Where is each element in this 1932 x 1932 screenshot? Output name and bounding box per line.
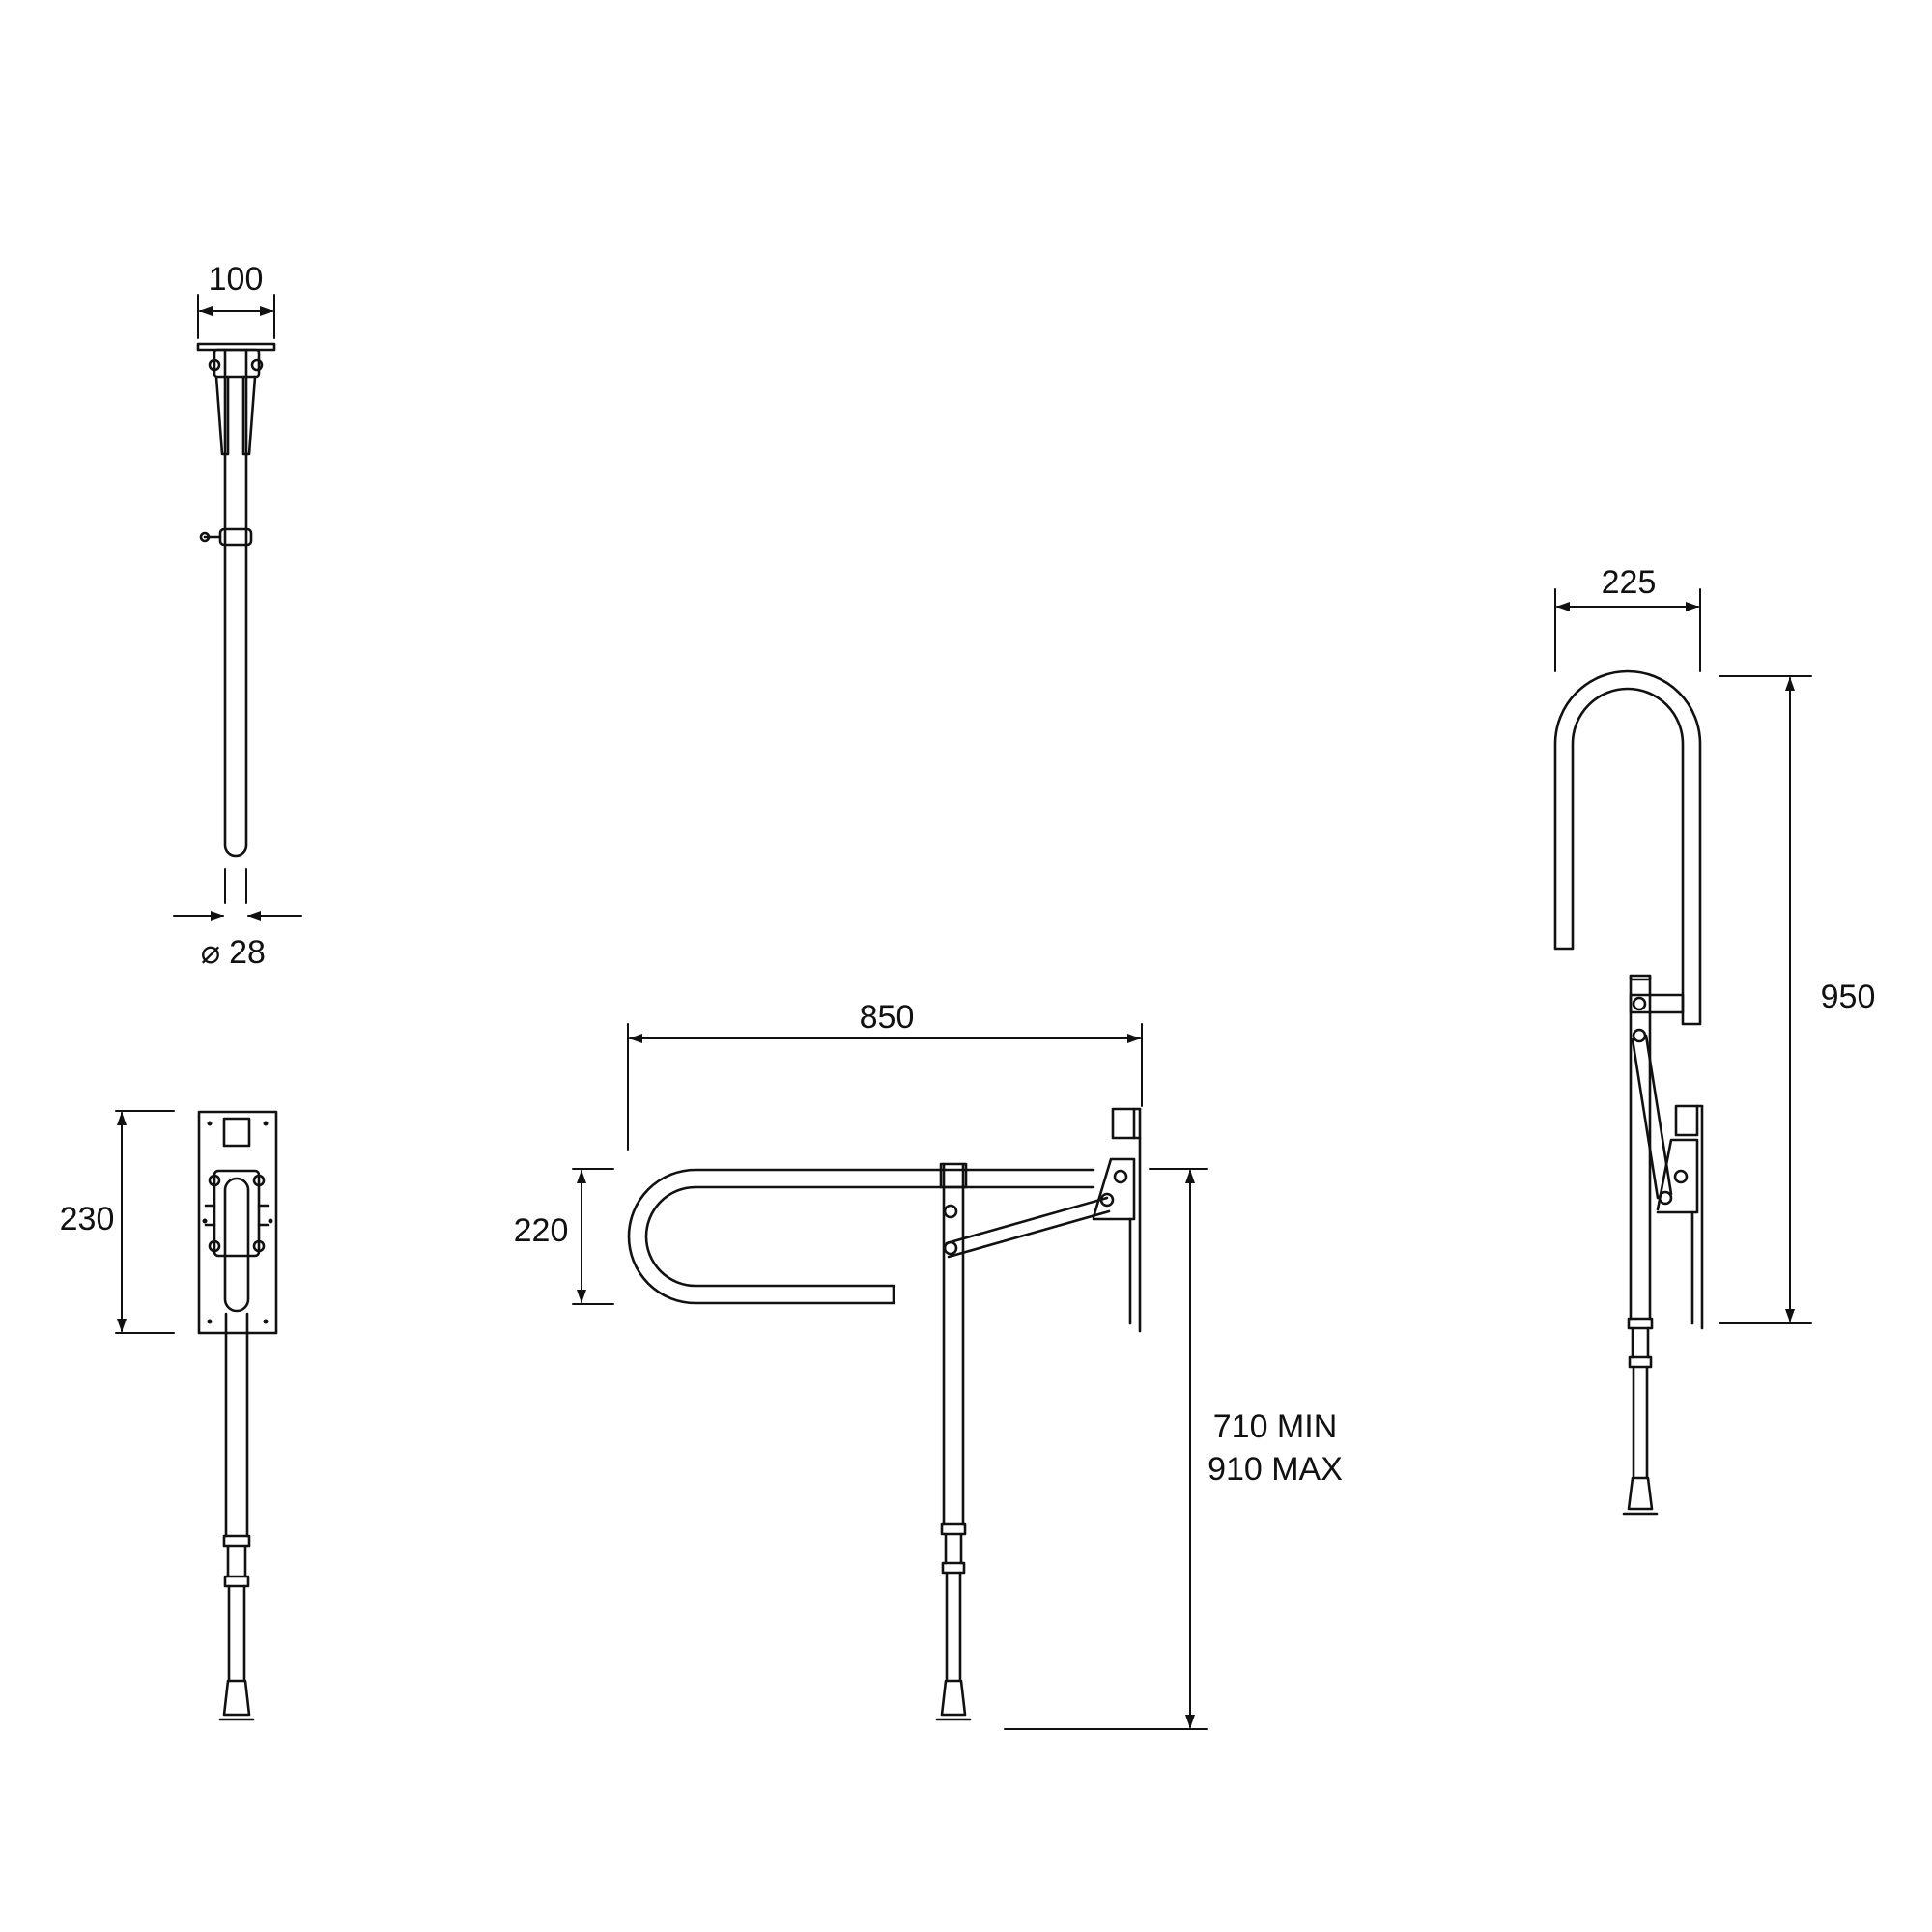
top-view: 100 ⌀ 28 [173,261,302,971]
front-wall-plate [197,1110,278,1335]
raised-bracket [1656,1104,1704,1330]
top-tube [223,348,248,858]
raised-height-label: 950 [1821,979,1876,1015]
top-width-label: 100 [209,261,264,298]
front-hinge-mechanism [204,1169,270,1258]
side-rail-height-label: 220 [514,1212,569,1249]
side-strut [945,1196,1111,1259]
raised-view: 225 950 [1553,564,1876,1516]
top-diameter-label: 28 [229,934,266,971]
diameter-symbol: ⌀ [201,934,220,971]
front-plate-height-label: 230 [60,1201,115,1237]
raised-rail [1553,669,1702,1026]
side-height-max-label: 910 MAX [1208,1451,1343,1488]
side-u-rail [627,1168,1095,1305]
side-foot [940,1679,967,1717]
front-foot [222,1679,251,1717]
front-leg [224,1312,249,1538]
front-view: 230 [60,1110,278,1721]
top-bracket [208,348,264,456]
raised-leg [1629,974,1652,1321]
side-wall-bracket [1092,1107,1142,1333]
raised-foot [1627,1476,1654,1511]
raised-width-label: 225 [1602,564,1657,601]
side-length-label: 850 [860,999,915,1036]
raised-strut [1631,1034,1673,1200]
side-height-min-label: 710 MIN [1213,1408,1338,1445]
side-view: 850 220 [514,999,1343,1730]
side-leg [942,1162,965,1526]
